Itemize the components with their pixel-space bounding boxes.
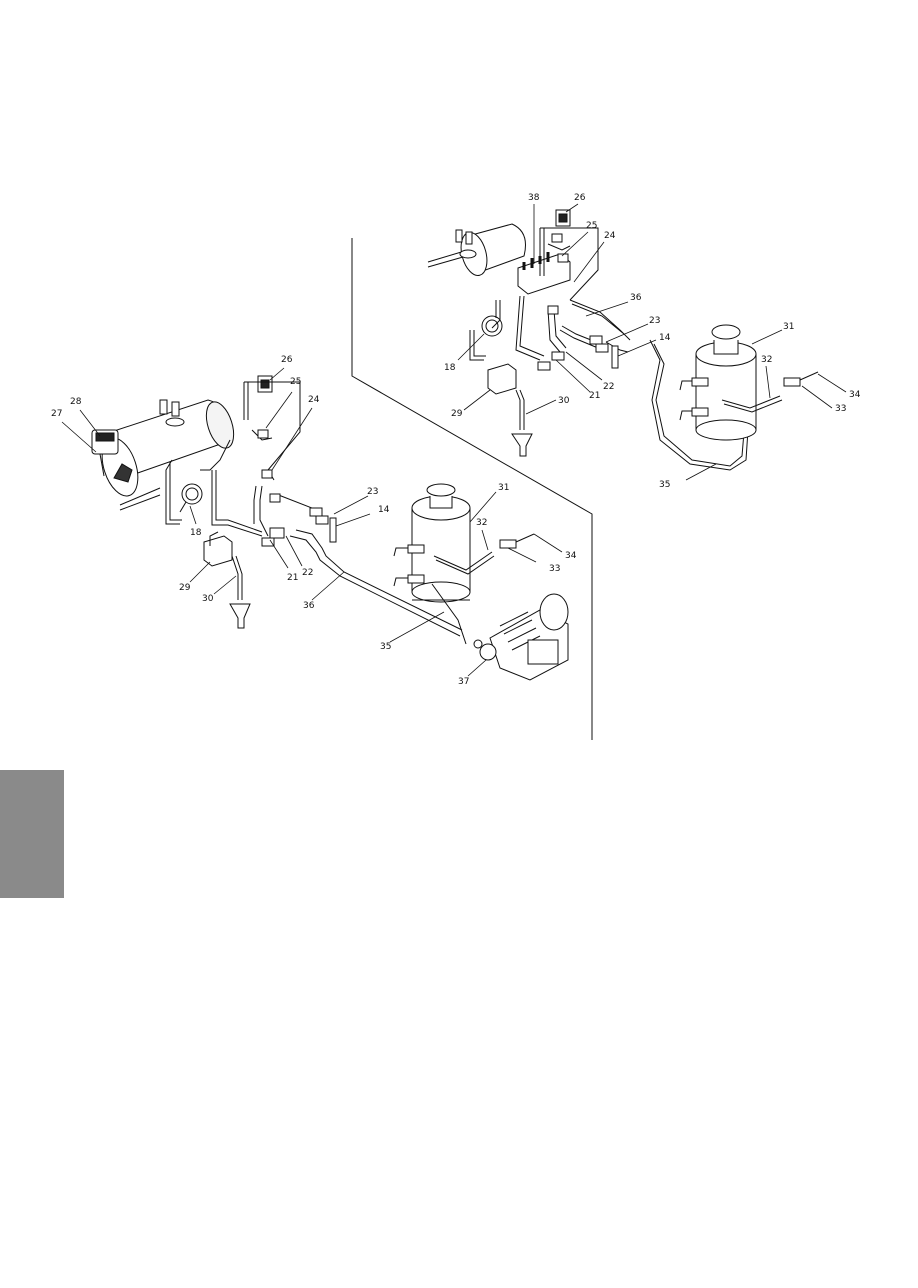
left-callout-28: 28: [70, 397, 82, 407]
left-callout-25: 25: [290, 377, 301, 387]
left-callout-27: 27: [51, 409, 62, 419]
callout-leaders: [61, 203, 847, 677]
left-callout-24: 24: [308, 395, 320, 405]
left-pressostat: [91, 429, 119, 477]
right-gauge: [481, 315, 503, 337]
right-pipes: [469, 227, 749, 471]
left-callouts: 27 28 26 25 24 23 14 18 21 22 29 30 36 3…: [51, 355, 577, 687]
left-pump: [473, 593, 569, 681]
right-fittings: [537, 233, 619, 371]
right-callout-33: 33: [835, 404, 846, 414]
right-callout-38: 38: [528, 193, 540, 203]
left-callout-30: 30: [202, 594, 214, 604]
right-callout-34: 34: [849, 390, 861, 400]
divider-line: [351, 238, 593, 740]
right-callout-26: 26: [574, 193, 586, 203]
left-callout-14: 14: [378, 505, 390, 515]
right-callout-36: 36: [630, 293, 642, 303]
left-drain: [203, 531, 251, 629]
left-callout-31: 31: [498, 483, 509, 493]
right-drain: [487, 363, 533, 457]
left-pipes: [165, 381, 463, 637]
left-callout-26: 26: [281, 355, 293, 365]
left-callout-33: 33: [549, 564, 560, 574]
right-callout-21: 21: [589, 391, 600, 401]
left-top-valves: [159, 399, 185, 427]
left-callout-35: 35: [380, 642, 391, 652]
left-solenoid: [257, 375, 273, 393]
right-callout-22: 22: [603, 382, 614, 392]
left-callout-21: 21: [287, 573, 298, 583]
left-hoses: [431, 533, 535, 645]
left-callout-37: 37: [458, 677, 469, 687]
left-callout-29: 29: [179, 583, 191, 593]
left-softener: [393, 483, 471, 603]
right-callout-30: 30: [558, 396, 570, 406]
left-boiler: [101, 399, 235, 511]
right-assembly: [427, 209, 819, 471]
left-callout-34: 34: [565, 551, 577, 561]
left-assembly: [91, 375, 569, 681]
right-callout-24: 24: [604, 231, 616, 241]
right-callout-23: 23: [649, 316, 660, 326]
right-callout-32: 32: [761, 355, 772, 365]
left-fittings: [257, 429, 337, 547]
right-callout-35: 35: [659, 480, 670, 490]
right-callout-14: 14: [659, 333, 671, 343]
left-callout-18: 18: [190, 528, 202, 538]
left-callout-32: 32: [476, 518, 487, 528]
left-callout-23: 23: [367, 487, 378, 497]
right-solenoid: [555, 209, 571, 227]
right-top-valves: [455, 229, 477, 259]
left-gauge: [179, 483, 203, 513]
right-softener: [679, 324, 819, 441]
right-callout-18: 18: [444, 363, 456, 373]
right-boiler: [427, 223, 526, 276]
section-tab: [0, 770, 64, 898]
left-callout-36: 36: [303, 601, 315, 611]
right-callout-25: 25: [586, 221, 597, 231]
right-callout-31: 31: [783, 322, 794, 332]
right-callout-29: 29: [451, 409, 463, 419]
left-callout-22: 22: [302, 568, 313, 578]
right-callouts: 38 26 25 24 36 23 14 18 22 21 29 30 35 3…: [444, 193, 861, 490]
